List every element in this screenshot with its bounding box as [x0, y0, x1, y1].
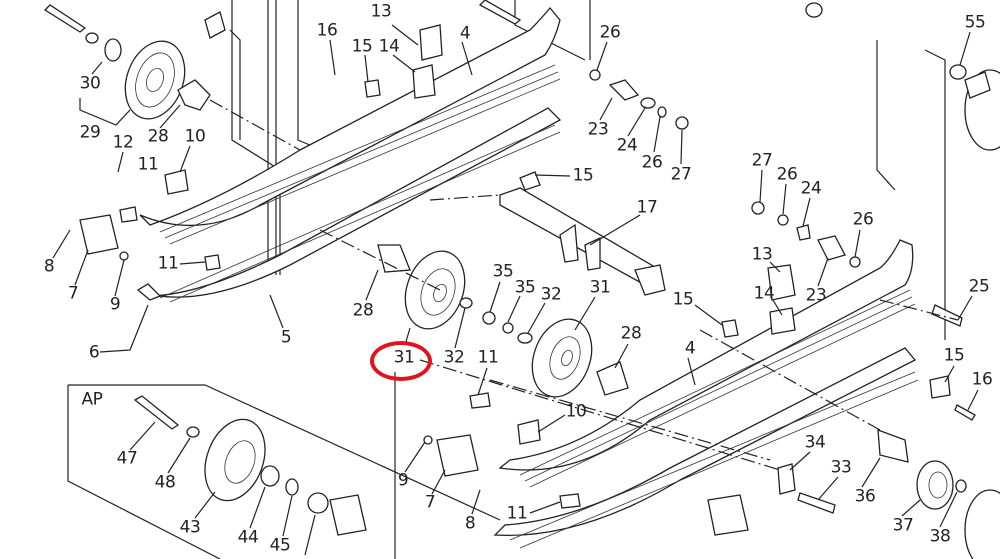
callout-part-47: 47 — [116, 448, 138, 469]
callout-part-8: 8 — [464, 513, 476, 534]
callout-part-37: 37 — [892, 515, 914, 536]
callout-part-15: 15 — [943, 345, 965, 366]
callout-part-36: 36 — [854, 486, 876, 507]
hardware — [43, 0, 991, 536]
callout-part-26: 26 — [641, 152, 663, 173]
rail-left — [136, 6, 562, 303]
callout-part-38: 38 — [929, 526, 951, 547]
callout-part-24: 24 — [800, 178, 822, 199]
callout-part-45: 45 — [269, 535, 291, 556]
callout-part-44: 44 — [237, 527, 259, 548]
centerlines — [209, 99, 959, 471]
inset-frame-ap — [67, 384, 501, 559]
callout-part-11: 11 — [477, 347, 499, 368]
callout-part-31: 31 — [589, 277, 611, 298]
leader-lines — [52, 24, 979, 559]
callout-part-11: 11 — [157, 253, 179, 274]
callout-part-4: 4 — [459, 23, 471, 44]
callout-part-33: 33 — [830, 457, 852, 478]
callout-part-9: 9 — [109, 294, 121, 315]
callout-part-4: 4 — [684, 338, 696, 359]
callout-part-32: 32 — [443, 347, 465, 368]
callout-part-16: 16 — [971, 369, 993, 390]
callout-part-9: 9 — [397, 470, 409, 491]
callout-part-14: 14 — [378, 36, 400, 57]
callout-part-26: 26 — [776, 164, 798, 185]
rail-right — [493, 239, 919, 549]
callout-part-15: 15 — [351, 36, 373, 57]
callout-part-23: 23 — [805, 285, 827, 306]
callout-part-6: 6 — [88, 342, 100, 363]
callout-part-10: 10 — [565, 401, 587, 422]
callout-part-10: 10 — [184, 126, 206, 147]
callout-part-8: 8 — [43, 256, 55, 277]
callout-part-26: 26 — [599, 22, 621, 43]
highlight-circle-part-31 — [370, 341, 432, 381]
callout-part-16: 16 — [316, 20, 338, 41]
cross-shaft — [499, 187, 666, 296]
callout-part-28: 28 — [620, 323, 642, 344]
callout-part-34: 34 — [804, 432, 826, 453]
callout-part-11: 11 — [506, 503, 528, 524]
callout-part-43: 43 — [179, 517, 201, 538]
callout-part-28: 28 — [352, 300, 374, 321]
callout-part-7: 7 — [424, 492, 436, 513]
callout-part-13: 13 — [751, 244, 773, 265]
callout-part-5: 5 — [280, 327, 292, 348]
callout-part-32: 32 — [540, 284, 562, 305]
callout-part-13: 13 — [370, 1, 392, 22]
callout-part-27: 27 — [751, 150, 773, 171]
callout-part-28: 28 — [147, 126, 169, 147]
callout-part-48: 48 — [154, 472, 176, 493]
frame-lines — [229, 0, 946, 340]
callout-part-23: 23 — [587, 119, 609, 140]
callout-part-17: 17 — [636, 197, 658, 218]
inset-title-ap: AP — [81, 389, 103, 410]
callout-part-55: 55 — [964, 12, 986, 33]
callout-part-24: 24 — [616, 135, 638, 156]
callout-part-14: 14 — [753, 283, 775, 304]
callout-part-26: 26 — [852, 209, 874, 230]
callout-part-30: 30 — [79, 73, 101, 94]
callout-part-12: 12 — [112, 132, 134, 153]
callout-part-15: 15 — [572, 165, 594, 186]
callout-part-35: 35 — [492, 261, 514, 282]
callout-part-7: 7 — [67, 283, 79, 304]
callout-part-25: 25 — [968, 276, 990, 297]
callout-part-29: 29 — [79, 122, 101, 143]
callout-part-15: 15 — [672, 289, 694, 310]
callout-part-27: 27 — [670, 164, 692, 185]
callout-part-35: 35 — [514, 277, 536, 298]
callout-part-11: 11 — [137, 154, 159, 175]
